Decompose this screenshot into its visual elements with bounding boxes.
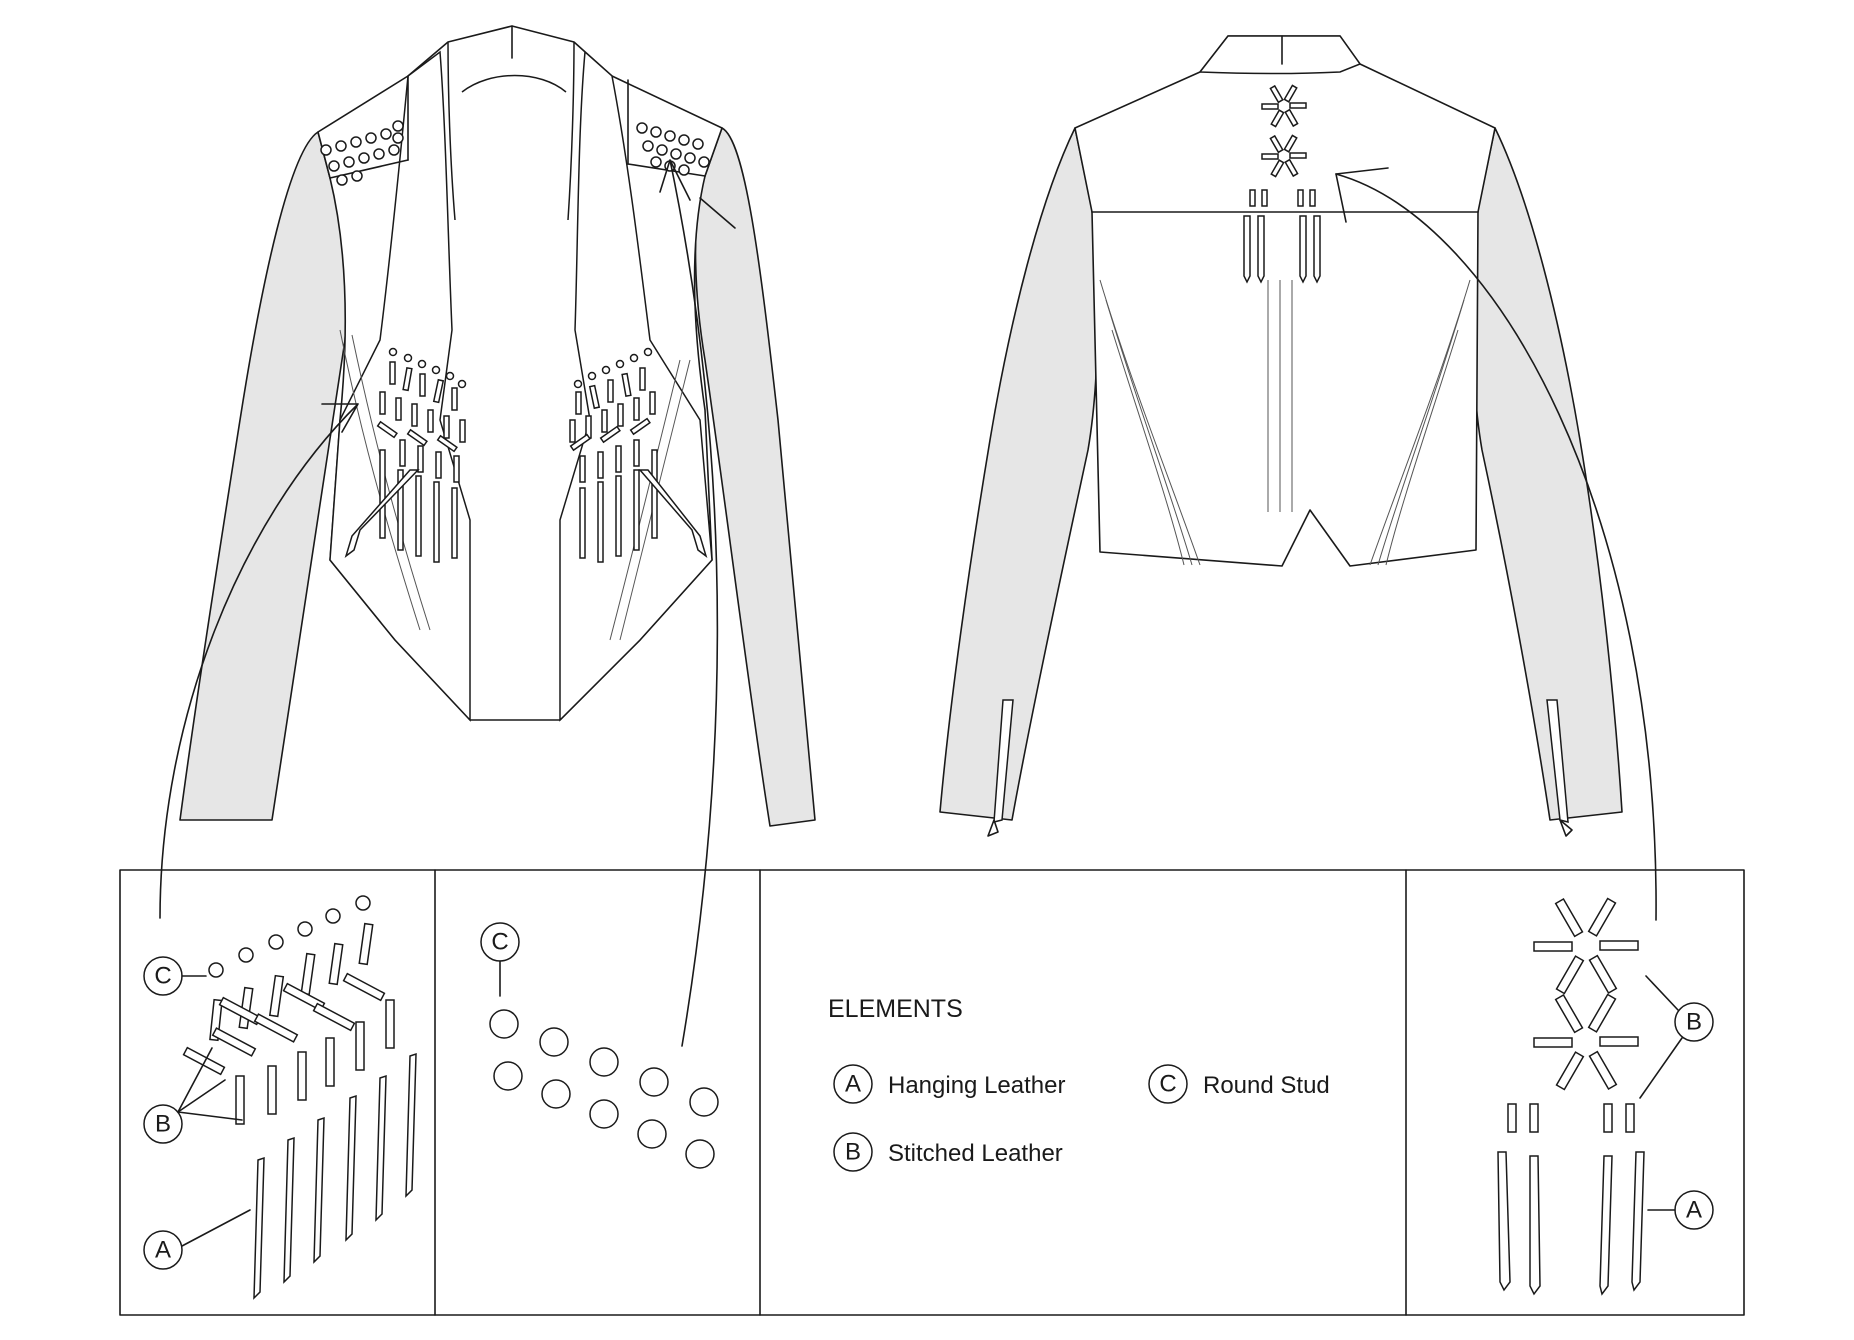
front-right-sleeve bbox=[694, 127, 816, 827]
panel1-callout-b-text: B bbox=[155, 1111, 171, 1138]
detail-panel-2: C bbox=[480, 922, 719, 1169]
back-right-zipper-pull bbox=[1559, 819, 1573, 837]
back-starburst-embellishment bbox=[1243, 84, 1321, 284]
legend-heading: ELEMENTS bbox=[828, 995, 963, 1023]
leader-front-right-to-panel2 bbox=[659, 159, 719, 1047]
leader-front-left-to-panel1 bbox=[159, 403, 359, 919]
panel2-callout-c-text: C bbox=[491, 929, 508, 956]
detail-panel-1: C B A bbox=[143, 895, 417, 1300]
front-right-hanging-strap bbox=[638, 469, 708, 558]
back-left-zipper-pull bbox=[987, 819, 999, 837]
back-left-sleeve bbox=[939, 127, 1099, 821]
front-left-panel-seam bbox=[339, 329, 421, 631]
panel4-callout-b bbox=[1674, 1002, 1714, 1042]
legend-a-letter: A bbox=[845, 1071, 861, 1098]
callout-leader-lines bbox=[159, 159, 1657, 1047]
jacket-front-view bbox=[179, 25, 816, 827]
back-right-sleeve bbox=[1471, 127, 1623, 821]
leader-back-to-panel4 bbox=[1335, 173, 1657, 921]
back-collar bbox=[1198, 35, 1362, 75]
front-collar bbox=[447, 41, 575, 221]
legend-a-badge bbox=[833, 1064, 873, 1104]
panel4-callout-b-text: B bbox=[1686, 1009, 1702, 1036]
jacket-back-view bbox=[939, 35, 1623, 837]
back-body bbox=[1074, 35, 1496, 567]
front-right-embellishment bbox=[569, 347, 708, 563]
front-left-embellishment bbox=[344, 347, 467, 563]
front-right-shoulder-studs bbox=[636, 122, 710, 176]
legend-b-label: Stitched Leather bbox=[888, 1140, 1063, 1167]
front-left-hanging-strap bbox=[344, 469, 420, 558]
back-right-cuff-zipper bbox=[1546, 699, 1569, 823]
back-right-panel-line-2 bbox=[1377, 299, 1465, 566]
panel1-callout-a-text: A bbox=[155, 1237, 171, 1264]
legend-c-letter: C bbox=[1159, 1071, 1176, 1098]
leader-front-right-shoulder bbox=[699, 197, 736, 229]
legend-panel: ELEMENTS A Hanging Leather B Stitched Le… bbox=[828, 995, 1330, 1172]
legend-a-label: Hanging Leather bbox=[888, 1072, 1065, 1099]
panel2-stud-grid bbox=[489, 1009, 719, 1169]
panel1-callout-a bbox=[143, 1230, 183, 1270]
legend-c-label: Round Stud bbox=[1203, 1072, 1330, 1099]
panel1-callout-b-leaders bbox=[177, 1047, 243, 1121]
detail-panels-frame bbox=[119, 869, 1745, 1316]
detail-panels: C B A C ELEMENTS A Hanging Leather bbox=[119, 869, 1745, 1316]
front-right-panel-seam-2 bbox=[609, 359, 681, 641]
panel4-callout-a-text: A bbox=[1686, 1197, 1702, 1224]
back-left-cuff-zipper bbox=[993, 699, 1014, 823]
panel1-callout-b bbox=[143, 1104, 183, 1144]
front-left-shoulder-studs bbox=[320, 120, 404, 186]
legend-b-letter: B bbox=[845, 1139, 861, 1166]
legend-c-badge bbox=[1148, 1064, 1188, 1104]
detail-panel-4: B A bbox=[1497, 897, 1714, 1296]
legend-b-badge bbox=[833, 1132, 873, 1172]
back-left-panel-line-3 bbox=[1111, 329, 1185, 566]
front-left-sleeve bbox=[179, 131, 350, 821]
back-left-panel-line-2 bbox=[1105, 299, 1193, 566]
panel4-callout-b-leaders bbox=[1639, 975, 1683, 1099]
panel1-callout-a-leader bbox=[181, 1209, 251, 1247]
back-right-panel-line-3 bbox=[1385, 329, 1459, 566]
panel1-callout-c-text: C bbox=[154, 963, 171, 990]
